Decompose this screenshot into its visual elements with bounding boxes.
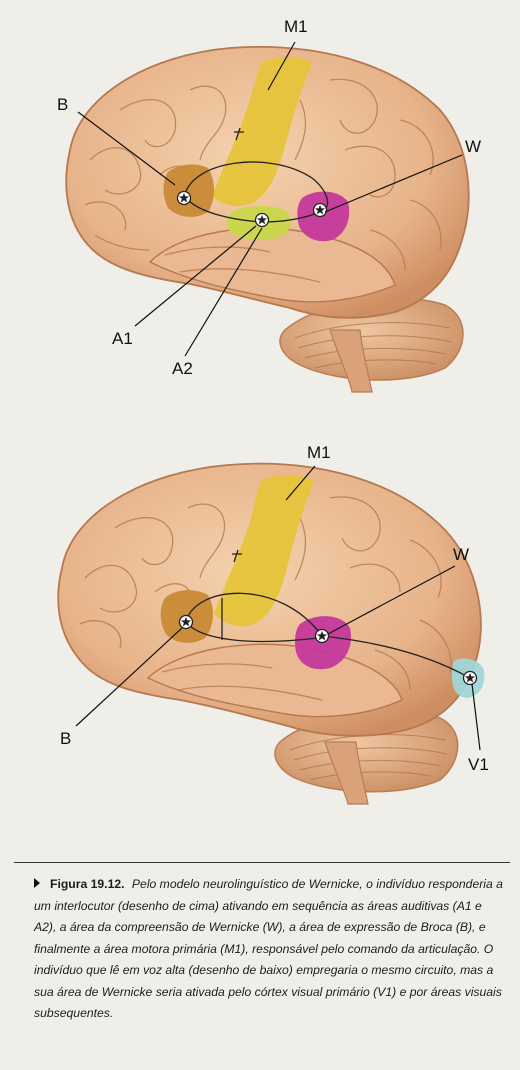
bottom-label-w: W <box>453 545 469 564</box>
top-label-m1: M1 <box>284 17 308 36</box>
top-neuron-w <box>314 204 327 217</box>
top-broca-area <box>164 165 215 217</box>
top-label-w: W <box>465 137 481 156</box>
caption-figure-label: Figura 19.12. <box>50 877 125 891</box>
caption-text: Pelo modelo neurolinguístico de Wernicke… <box>34 877 503 1020</box>
bottom-brain: M1 W B V1 <box>58 443 489 804</box>
caption-divider <box>14 862 510 863</box>
top-label-a2: A2 <box>172 359 193 378</box>
bottom-label-b: B <box>60 729 71 748</box>
top-label-b: B <box>57 95 68 114</box>
bottom-neuron-w <box>316 630 329 643</box>
bottom-neuron-b <box>180 616 193 629</box>
figure-caption: Figura 19.12. Pelo modelo neurolinguísti… <box>34 874 504 1025</box>
top-label-a1: A1 <box>112 329 133 348</box>
bottom-label-v1: V1 <box>468 755 489 774</box>
top-neuron-b <box>178 192 191 205</box>
bottom-label-m1: M1 <box>307 443 331 462</box>
top-brain: M1 B W A1 A2 <box>57 17 481 392</box>
brain-figure: M1 B W A1 A2 <box>0 0 520 860</box>
top-neuron-a <box>256 214 269 227</box>
bottom-neuron-v1 <box>464 672 477 685</box>
caption-bullet-icon <box>34 878 40 888</box>
